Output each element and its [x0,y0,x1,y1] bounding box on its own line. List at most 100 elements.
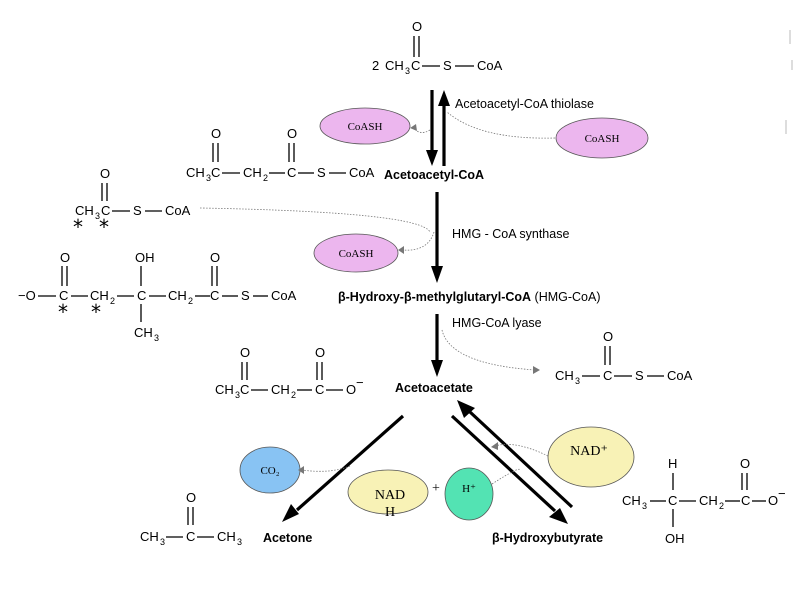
plus-sign: + [432,481,440,496]
nad-plus-label: NAD⁺ [570,444,608,459]
atom: CH [622,493,641,508]
atom-subscript: 3 [642,501,647,511]
enzyme-label-hmg-lyase: HMG-CoA lyase [452,316,542,330]
atom: OH [665,531,685,546]
stoich-coefficient: 2 [372,58,379,73]
nadh-bubble [347,469,429,515]
atom-subscript: 2 [719,501,724,511]
atom: C [101,203,110,218]
atom: C [186,529,195,544]
atom-subscript: 2 [188,296,193,306]
acetoacetate-structure: O CH 3 C CH 2 O C O − [215,345,364,400]
atom: O [100,166,110,181]
atom: C [411,58,420,73]
enzyme-label-thiolase: Acetoacetyl-CoA thiolase [455,97,594,111]
acetyl-coa-x2-structure: 2 CH 3 C O S CoA [372,19,503,76]
atom: CH [168,288,187,303]
atom: CoA [271,288,297,303]
compound-label-acetoacetate: Acetoacetate [395,381,473,395]
compound-label-hmg-coa: β-Hydroxy-β-methylglutaryl-CoA (HMG-CoA) [338,290,601,304]
atom: CoA [349,165,375,180]
atom: C [603,368,612,383]
arrow-from-hydroxybutyrate [468,410,574,509]
coash-bubble-left [319,107,411,145]
atom: C [315,382,324,397]
compound-label-acetone: Acetone [263,531,312,545]
atom: CH [186,165,205,180]
acetyl-coa-input-structure: O CH 3 C S CoA * * [73,166,191,239]
atom: CH [90,288,109,303]
atom: C [287,165,296,180]
atom: O [240,345,250,360]
coash-bubble-right [555,117,649,159]
atom: C [137,288,146,303]
coash-label: CoASH [339,248,374,260]
atom-subscript: 3 [575,376,580,386]
atom: CoA [165,203,191,218]
arrow-to-acetone [295,414,405,512]
atom: O [210,250,220,265]
atom: CH [215,382,234,397]
label-star: * [99,215,109,239]
h-plus-bubble [444,467,494,521]
atom-subscript: 3 [235,390,240,400]
atom: CoA [477,58,503,73]
acetyl-coa-released-structure: O CH 3 C S CoA [555,329,693,386]
atom-subscript: 2 [110,296,115,306]
atom: CH [385,58,404,73]
atom: C [741,493,750,508]
coash-label: CoASH [585,133,620,145]
coash-bubble-hmg-synthase [313,233,399,273]
atom: CoA [667,368,693,383]
nadh-label-line1: NAD [375,488,405,503]
atom: C [211,165,220,180]
atom-subscript: 3 [95,211,100,221]
atom: O [186,490,196,505]
hydroxybutyrate-structure: H CH 3 C OH CH 2 O C O − [622,456,786,546]
compound-label-acetoacetyl-coa: Acetoacetyl-CoA [384,168,484,182]
atom: O [740,456,750,471]
atom: C [668,493,677,508]
atom: S [317,165,326,180]
co2-label: CO₂ [260,465,279,477]
atom: S [635,368,644,383]
atom-subscript: 3 [160,537,165,547]
nad-plus-bubble [547,426,635,488]
label-star: * [73,215,83,239]
atom-subscript: 3 [206,173,211,183]
atom: CH [140,529,159,544]
atom: CH [75,203,94,218]
acetoacetyl-coa-structure: O CH 3 C CH 2 O C S CoA [186,126,375,183]
atom: CH [555,368,574,383]
atom: H [668,456,677,471]
atom-subscript: 2 [263,173,268,183]
charge: − [356,375,364,390]
hmg-coa-structure: −O O C CH 2 OH C CH 3 CH 2 O C S CoA * * [18,250,297,343]
h-plus-label: H⁺ [462,483,476,495]
atom: C [59,288,68,303]
atom: −O [18,288,36,303]
atom: O [211,126,221,141]
atom: CH [134,325,153,340]
atom-subscript: 3 [237,537,242,547]
atom: O [315,345,325,360]
label-star: * [58,300,68,324]
atom: CH [243,165,262,180]
atom: O [346,382,356,397]
atom: C [210,288,219,303]
atom: O [412,19,422,34]
atom-subscript: 3 [405,66,410,76]
atom: S [133,203,142,218]
atom: O [60,250,70,265]
atom: OH [135,250,155,265]
atom-subscript: 3 [154,333,159,343]
atom: O [287,126,297,141]
atom: CH [699,493,718,508]
compound-label-hydroxybutyrate: β-Hydroxybutyrate [492,531,603,545]
atom: C [240,382,249,397]
label-star: * [91,300,101,324]
acetone-structure: O CH 3 C CH 3 [140,490,242,547]
atom: S [241,288,250,303]
